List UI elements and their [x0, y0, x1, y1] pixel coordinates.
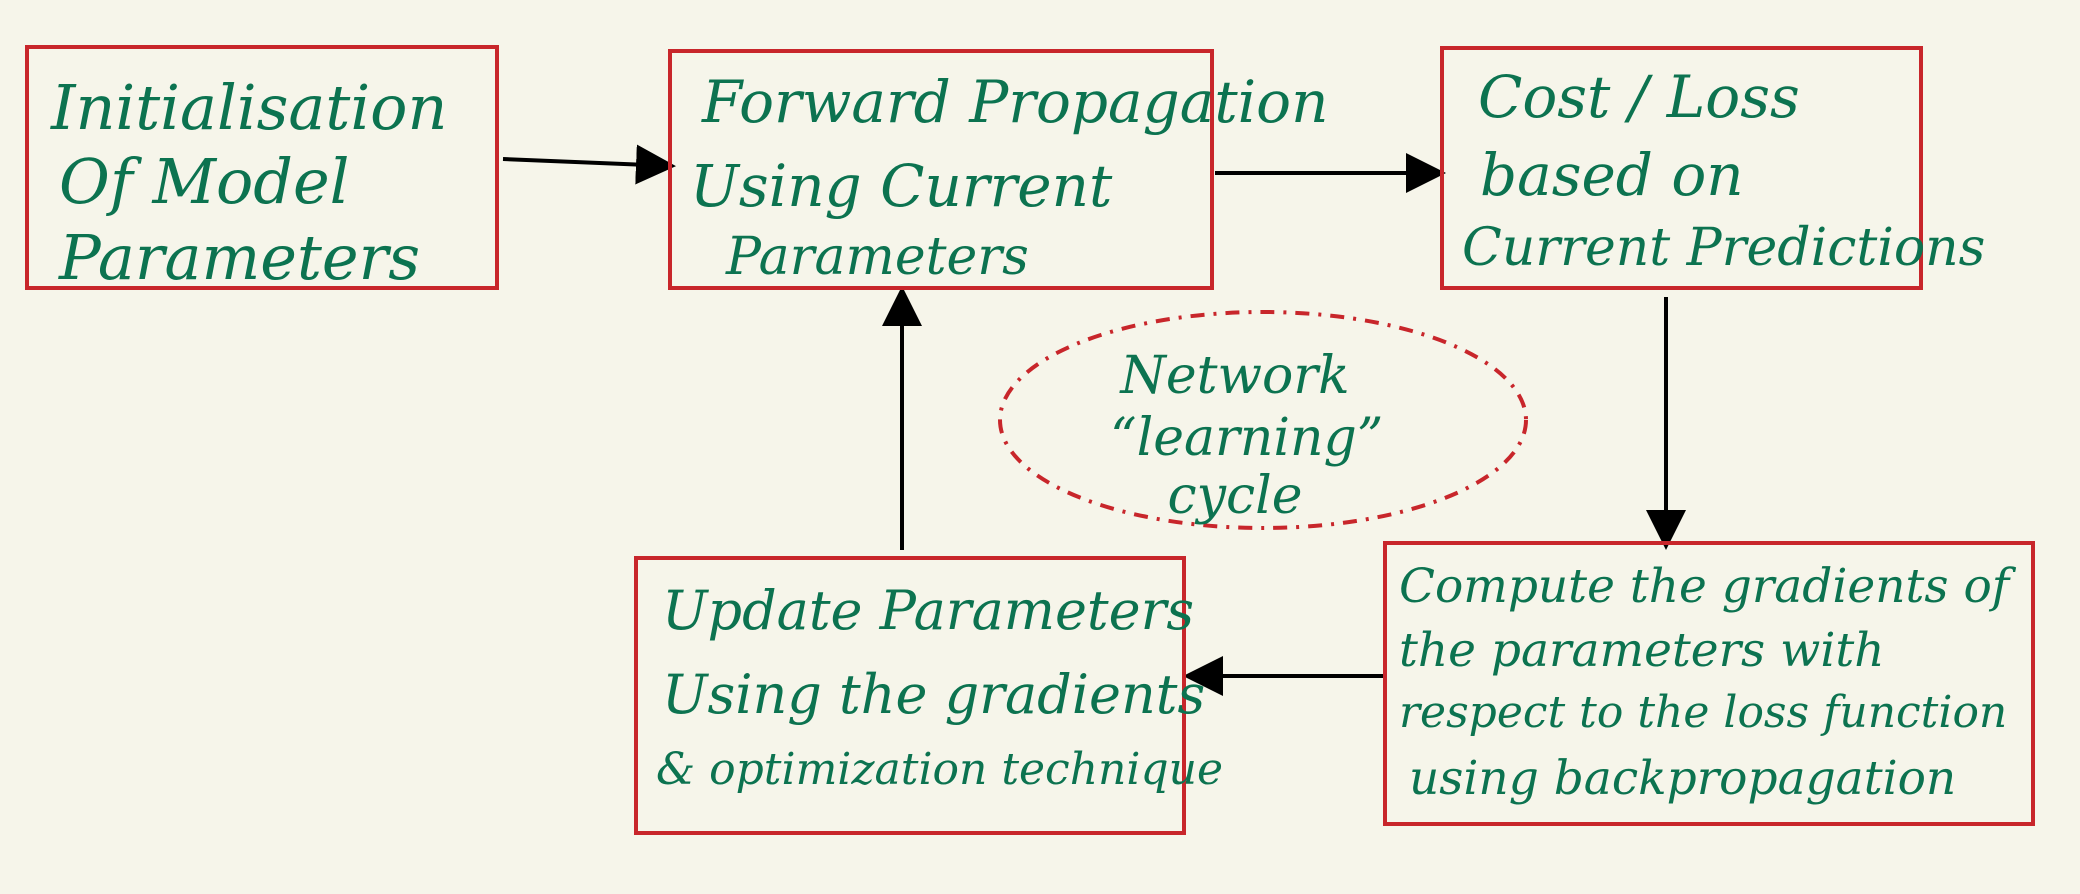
initialisation-box: Initialisation Of Model Parameters [25, 45, 499, 290]
update-parameters-line-2: Using the gradients [662, 663, 1206, 726]
learning-cycle-line-3: cycle [1167, 466, 1303, 526]
forward-propagation-line-1: Forward Propagation [702, 68, 1329, 136]
compute-gradients-line-4: using backpropagation [1409, 751, 1957, 806]
cost-loss-box: Cost / Loss based on Current Predictions [1440, 46, 1985, 290]
learning-cycle-line-2: “learning” [1110, 408, 1384, 468]
forward-propagation-box: Forward Propagation Using Current Parame… [668, 49, 1328, 290]
cost-loss-line-1: Cost / Loss [1478, 63, 1800, 131]
forward-propagation-line-2: Using Current [690, 152, 1113, 220]
forward-propagation-line-3: Parameters [726, 227, 1029, 287]
learning-cycle-line-1: Network [1120, 346, 1350, 406]
compute-gradients-line-2: the parameters with [1399, 623, 1885, 678]
update-parameters-line-1: Update Parameters [662, 579, 1195, 642]
arrow-init-to-forward [502, 144, 676, 185]
compute-gradients-line-3: respect to the loss function [1399, 687, 2008, 738]
learning-cycle-outline [998, 310, 1528, 530]
compute-gradients-line-1: Compute the gradients of [1399, 559, 2010, 614]
compute-gradients-box: Compute the gradients of the parameters … [1383, 541, 2035, 826]
update-parameters-box: Update Parameters Using the gradients & … [634, 556, 1223, 835]
cost-loss-line-3: Current Predictions [1462, 218, 1986, 278]
cost-loss-line-2: based on [1480, 141, 1744, 209]
update-parameters-line-3: & optimization technique [656, 744, 1223, 795]
initialisation-line-3: Parameters [59, 221, 421, 294]
initialisation-line-1: Initialisation [51, 71, 448, 144]
initialisation-line-2: Of Model [59, 145, 350, 218]
